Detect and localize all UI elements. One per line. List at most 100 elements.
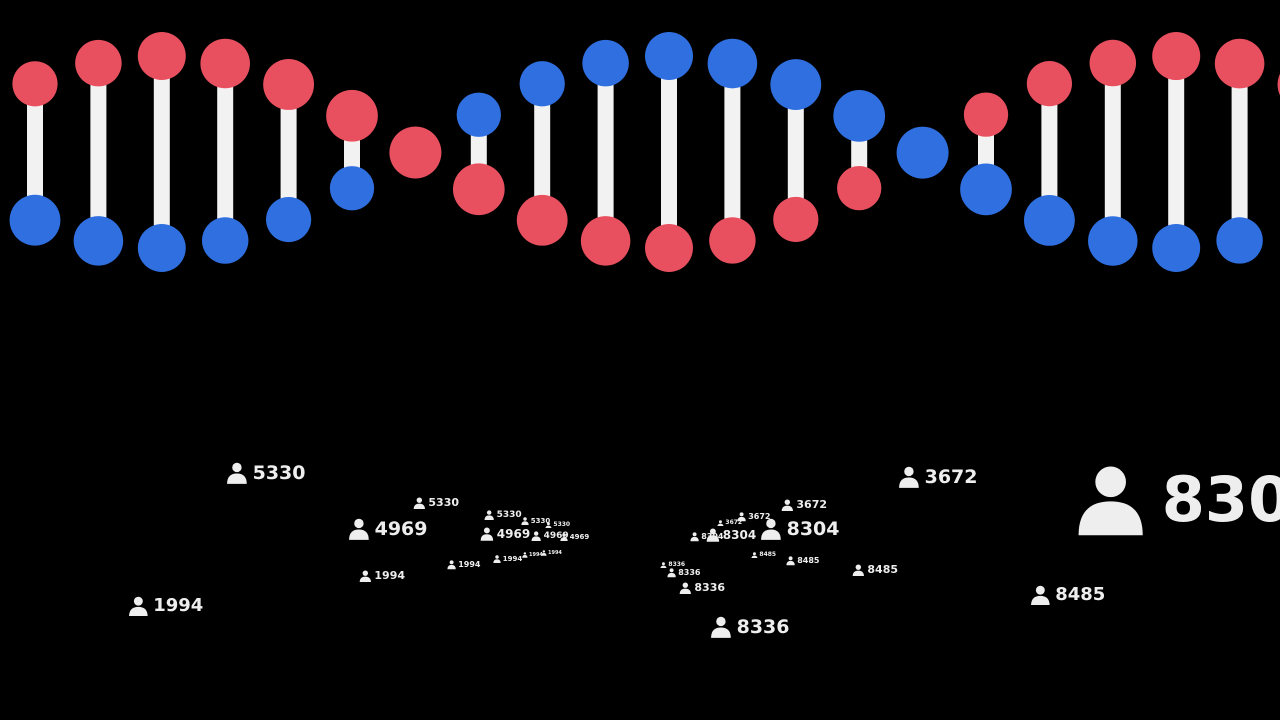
person-icon	[717, 519, 724, 527]
person-icon	[129, 596, 148, 617]
person-count-label: 8336	[710, 614, 789, 641]
person-count-label: 8485	[786, 555, 819, 566]
person-count-label: 8304	[706, 527, 756, 544]
strand-b-ball	[9, 194, 61, 246]
base-pair	[389, 126, 442, 179]
person-icon	[493, 555, 501, 564]
count-value: 1994	[529, 552, 543, 558]
strand-a-ball	[452, 163, 505, 216]
strand-a-ball	[12, 61, 58, 107]
base-pair	[580, 39, 631, 266]
strand-a-ball	[263, 59, 315, 110]
person-icon	[521, 517, 529, 526]
base-pair	[1214, 38, 1265, 264]
person-count-label: 4969	[531, 530, 569, 543]
rung	[661, 56, 677, 248]
person-count-label: 3672	[898, 464, 977, 491]
count-value: 8485	[797, 556, 820, 566]
strand-b-ball	[644, 31, 694, 81]
person-icon	[447, 560, 456, 570]
rung	[1231, 63, 1248, 241]
person-count-label: 4969	[348, 516, 427, 543]
count-value: 5330	[252, 461, 306, 484]
rung	[1041, 83, 1058, 221]
count-value: 8304	[786, 517, 840, 540]
base-pair	[770, 59, 822, 243]
strand-a-ball	[773, 196, 819, 243]
person-icon	[711, 616, 731, 638]
count-value: 3672	[725, 519, 743, 527]
strand-a-ball	[326, 89, 378, 142]
strand-b-ball	[896, 126, 949, 179]
strand-a-ball	[1152, 31, 1201, 81]
strand-a-ball	[200, 38, 250, 89]
strand-a-ball	[137, 31, 186, 81]
person-icon	[706, 528, 720, 542]
person-count-label: 5330	[226, 460, 305, 487]
person-icon	[560, 533, 568, 542]
rung	[1104, 63, 1121, 241]
strand-b-ball	[833, 90, 886, 142]
rung	[787, 84, 804, 220]
person-count-label: 5330	[521, 516, 550, 526]
person-count-label: 1994	[447, 559, 480, 570]
person-count-label: 8304	[760, 516, 839, 543]
strand-a-ball	[1277, 73, 1280, 96]
base-pair	[73, 39, 124, 266]
person-count-label: 1994	[541, 550, 562, 557]
strand-b-ball	[201, 217, 249, 264]
rung	[27, 83, 43, 221]
base-pair	[1023, 61, 1075, 246]
person-count-label: 8485	[1030, 582, 1105, 607]
base-pair	[833, 90, 886, 211]
person-icon	[522, 552, 528, 558]
person-count-label: 5330	[484, 509, 522, 522]
person-count-label: 3672	[737, 511, 770, 522]
person-count-label: 8336	[667, 567, 700, 578]
count-value: 5330	[553, 521, 571, 529]
person-icon	[679, 582, 692, 595]
person-icon	[359, 570, 372, 583]
count-value: 1994	[502, 554, 523, 563]
rung	[534, 83, 551, 221]
person-count-label: 1994	[493, 554, 522, 564]
person-count-label: 4969	[560, 532, 589, 542]
strand-b-ball	[519, 61, 565, 107]
person-count-label: 8485	[852, 562, 898, 577]
person-count-label: 8485	[751, 551, 776, 559]
person-icon	[852, 564, 865, 577]
person-count-label: 3672	[781, 497, 827, 512]
strand-b-ball	[960, 163, 1012, 216]
count-value: 5330	[428, 496, 460, 510]
count-value: 4969	[374, 517, 428, 540]
count-value: 8304	[722, 527, 757, 542]
person-count-label: 8336	[660, 561, 685, 569]
rung	[280, 84, 297, 220]
count-value: 830	[1161, 463, 1280, 537]
base-pair	[200, 38, 250, 264]
base-pair	[9, 61, 61, 246]
person-icon	[227, 462, 247, 484]
count-value: 4969	[543, 530, 569, 541]
count-value: 1994	[458, 560, 481, 570]
base-pair	[326, 89, 378, 211]
strand-a-ball	[645, 224, 693, 272]
strand-a-ball	[1214, 38, 1265, 89]
base-pair	[1152, 31, 1201, 272]
strand-a-ball	[1089, 39, 1137, 87]
person-icon	[349, 518, 369, 540]
rung	[217, 63, 234, 241]
strand-a-ball	[389, 126, 442, 179]
strand-a-ball	[580, 216, 631, 266]
count-value: 5330	[496, 509, 522, 520]
strand-b-ball	[1088, 216, 1138, 266]
person-count-label: 5330	[413, 495, 459, 510]
strand-b-ball	[1152, 224, 1201, 272]
strand-b-ball	[137, 224, 186, 272]
strand-b-ball	[1023, 194, 1075, 246]
person-icon	[413, 497, 426, 510]
strand-a-ball	[837, 165, 882, 211]
base-pair	[707, 38, 758, 264]
person-icon	[531, 531, 541, 542]
